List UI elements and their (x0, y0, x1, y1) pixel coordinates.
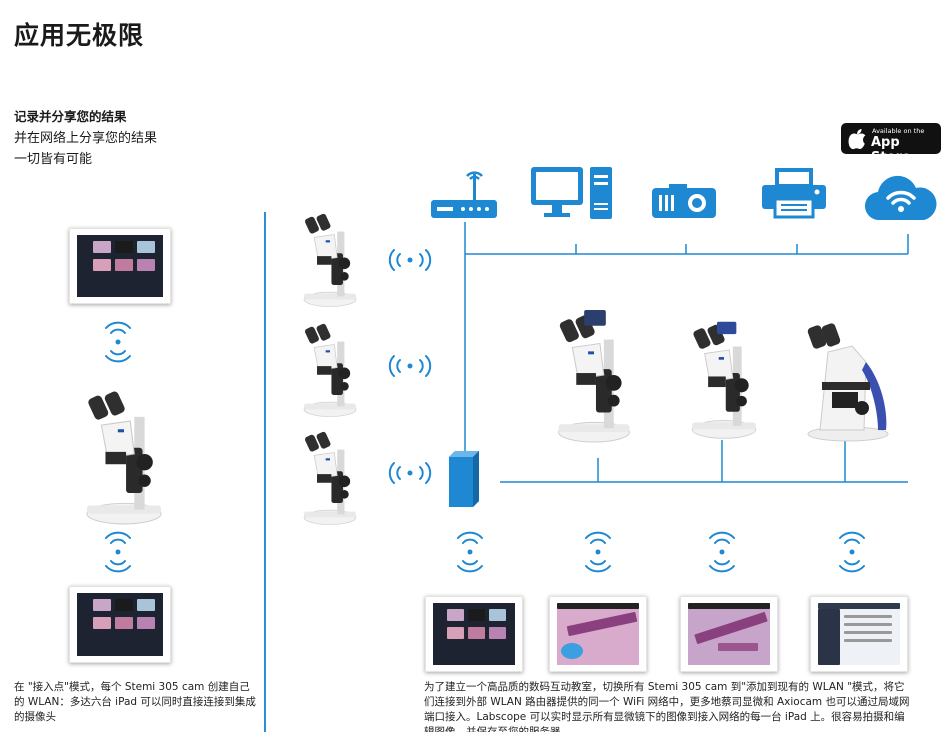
tablet-classroom-4 (810, 596, 908, 672)
desktop-computer-icon (531, 167, 612, 219)
caption-right: 为了建立一个高品质的数码互动教室，切换所有 Stemi 305 cam 到"添加… (424, 681, 910, 732)
stereo-microscope-axiocam-2 (691, 321, 757, 439)
stereo-microscope-2 (303, 322, 357, 417)
wireless-signal-icon (585, 531, 611, 573)
app-store-label: App Store (871, 135, 911, 165)
upright-microscope (807, 323, 889, 442)
wireless-signal-icon (105, 531, 131, 573)
caption-left: 在 "接入点"模式，每个 Stemi 305 cam 创建自己的 WLAN：多达… (14, 681, 256, 723)
stereo-microscope-1 (303, 212, 357, 307)
stereo-microscope-main (86, 389, 162, 525)
wlan-router-box-icon (449, 451, 479, 507)
wireless-signal-icon (839, 531, 865, 573)
wireless-signal-icon (457, 531, 483, 573)
tablet-classroom-1 (425, 596, 523, 672)
wireless-signal-icon (388, 249, 432, 271)
cloud-wifi-icon (864, 175, 937, 221)
wireless-signal-icon (388, 462, 432, 484)
projector-icon (652, 184, 716, 218)
stereo-microscope-3 (303, 430, 357, 525)
app-store-small-text: Available on the (872, 127, 925, 135)
intro-heading: 记录并分享您的结果 (14, 109, 127, 124)
app-store-badge[interactable]: Available on the App Store (841, 123, 941, 165)
tablet-classroom-3 (680, 596, 778, 672)
wireless-signal-icon (105, 321, 131, 363)
page-title: 应用无极限 (14, 21, 145, 50)
section-divider (264, 212, 266, 732)
tablet-classroom-2 (549, 596, 647, 672)
stereo-microscope-axiocam-1 (558, 310, 630, 443)
wireless-signal-icon (709, 531, 735, 573)
wireless-signal-icon (388, 355, 432, 377)
tablet-top (69, 228, 171, 304)
intro-line-1: 并在网络上分享您的结果 (14, 131, 158, 146)
printer-icon (762, 168, 826, 219)
apple-logo-icon (848, 129, 866, 150)
router-icon (431, 171, 497, 218)
tablet-bottom (69, 586, 171, 663)
intro-line-2: 一切皆有可能 (14, 152, 93, 167)
